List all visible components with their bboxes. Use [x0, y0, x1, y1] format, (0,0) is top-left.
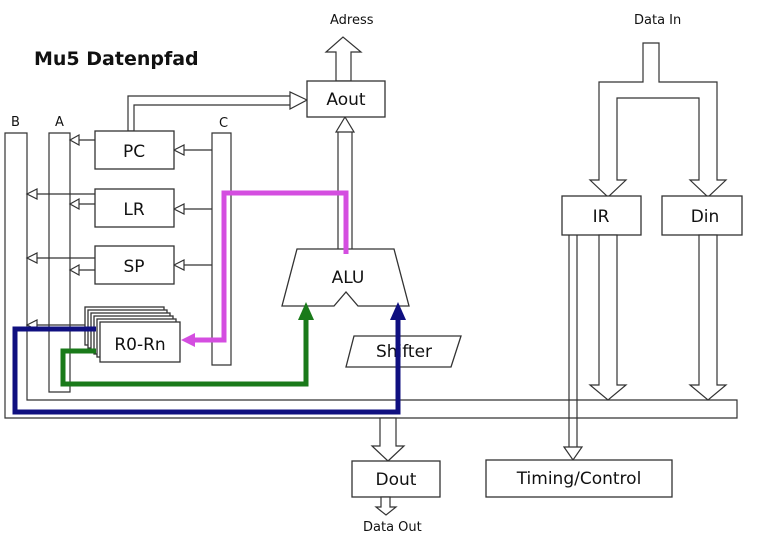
dout-to-data-out-arrow: [374, 496, 398, 516]
bus-b: [4, 132, 738, 419]
pc-label: PC: [123, 142, 145, 162]
address-label: Adress: [330, 13, 374, 28]
dout-label: Dout: [376, 470, 417, 490]
regfile-to-alu-a-arrowhead: [298, 302, 314, 320]
aout-label: Aout: [326, 90, 366, 110]
lr-register: [94, 188, 175, 228]
dout-register: [351, 460, 441, 498]
reg-to-bus-b-arrows: [25, 188, 95, 331]
alu-to-aout-wire: [337, 130, 353, 250]
alu-to-aout-arrow: [334, 115, 356, 133]
ir-to-bus-arrow: [588, 234, 628, 401]
bus-c-to-reg-arrows: [172, 144, 212, 271]
register-file-label: R0-Rn: [114, 335, 165, 355]
regfile-to-alu-b-arrowhead: [390, 302, 406, 320]
pc-to-aout-arrow: [289, 91, 309, 110]
regfile-to-alu-b-path: [12, 318, 401, 415]
alu-to-regfile-arrowhead: [181, 333, 195, 347]
sp-label: SP: [123, 257, 144, 277]
pc-to-aout-wire: [127, 95, 290, 132]
ir-to-timing-wire: [568, 235, 578, 448]
reg-to-bus-a-arrows: [68, 133, 95, 277]
timing-control-block: [485, 459, 673, 498]
din-to-bus-arrow: [688, 234, 728, 401]
register-file-stack: [84, 306, 181, 363]
alu-block: [281, 248, 410, 307]
data-out-label: Data Out: [363, 520, 422, 535]
ir-to-timing-arrow: [562, 446, 584, 462]
regfile-to-alu-a-path: [60, 318, 309, 387]
alu-label: ALU: [332, 268, 365, 288]
timing-control-label: Timing/Control: [516, 469, 642, 489]
data-in-label: Data In: [634, 13, 681, 28]
shifter-block: [345, 335, 462, 368]
data-in-arrows: [588, 42, 728, 198]
pc-register: [94, 130, 175, 170]
sp-register: [94, 245, 175, 285]
ir-label: IR: [593, 207, 610, 227]
shifter-label: Shifter: [376, 342, 432, 362]
bus-c-label: C: [219, 116, 228, 131]
bus-b-label: B: [11, 115, 20, 130]
aout-to-address-arrow: [324, 36, 363, 82]
bus-a-label: A: [55, 115, 64, 130]
diagram-title: Mu5 Datenpfad: [34, 48, 199, 70]
alu-to-regfile-path: [193, 190, 349, 343]
lr-label: LR: [123, 200, 144, 220]
bus-to-dout-arrow: [370, 417, 406, 462]
din-label: Din: [691, 207, 720, 227]
aout-block: [306, 80, 386, 118]
